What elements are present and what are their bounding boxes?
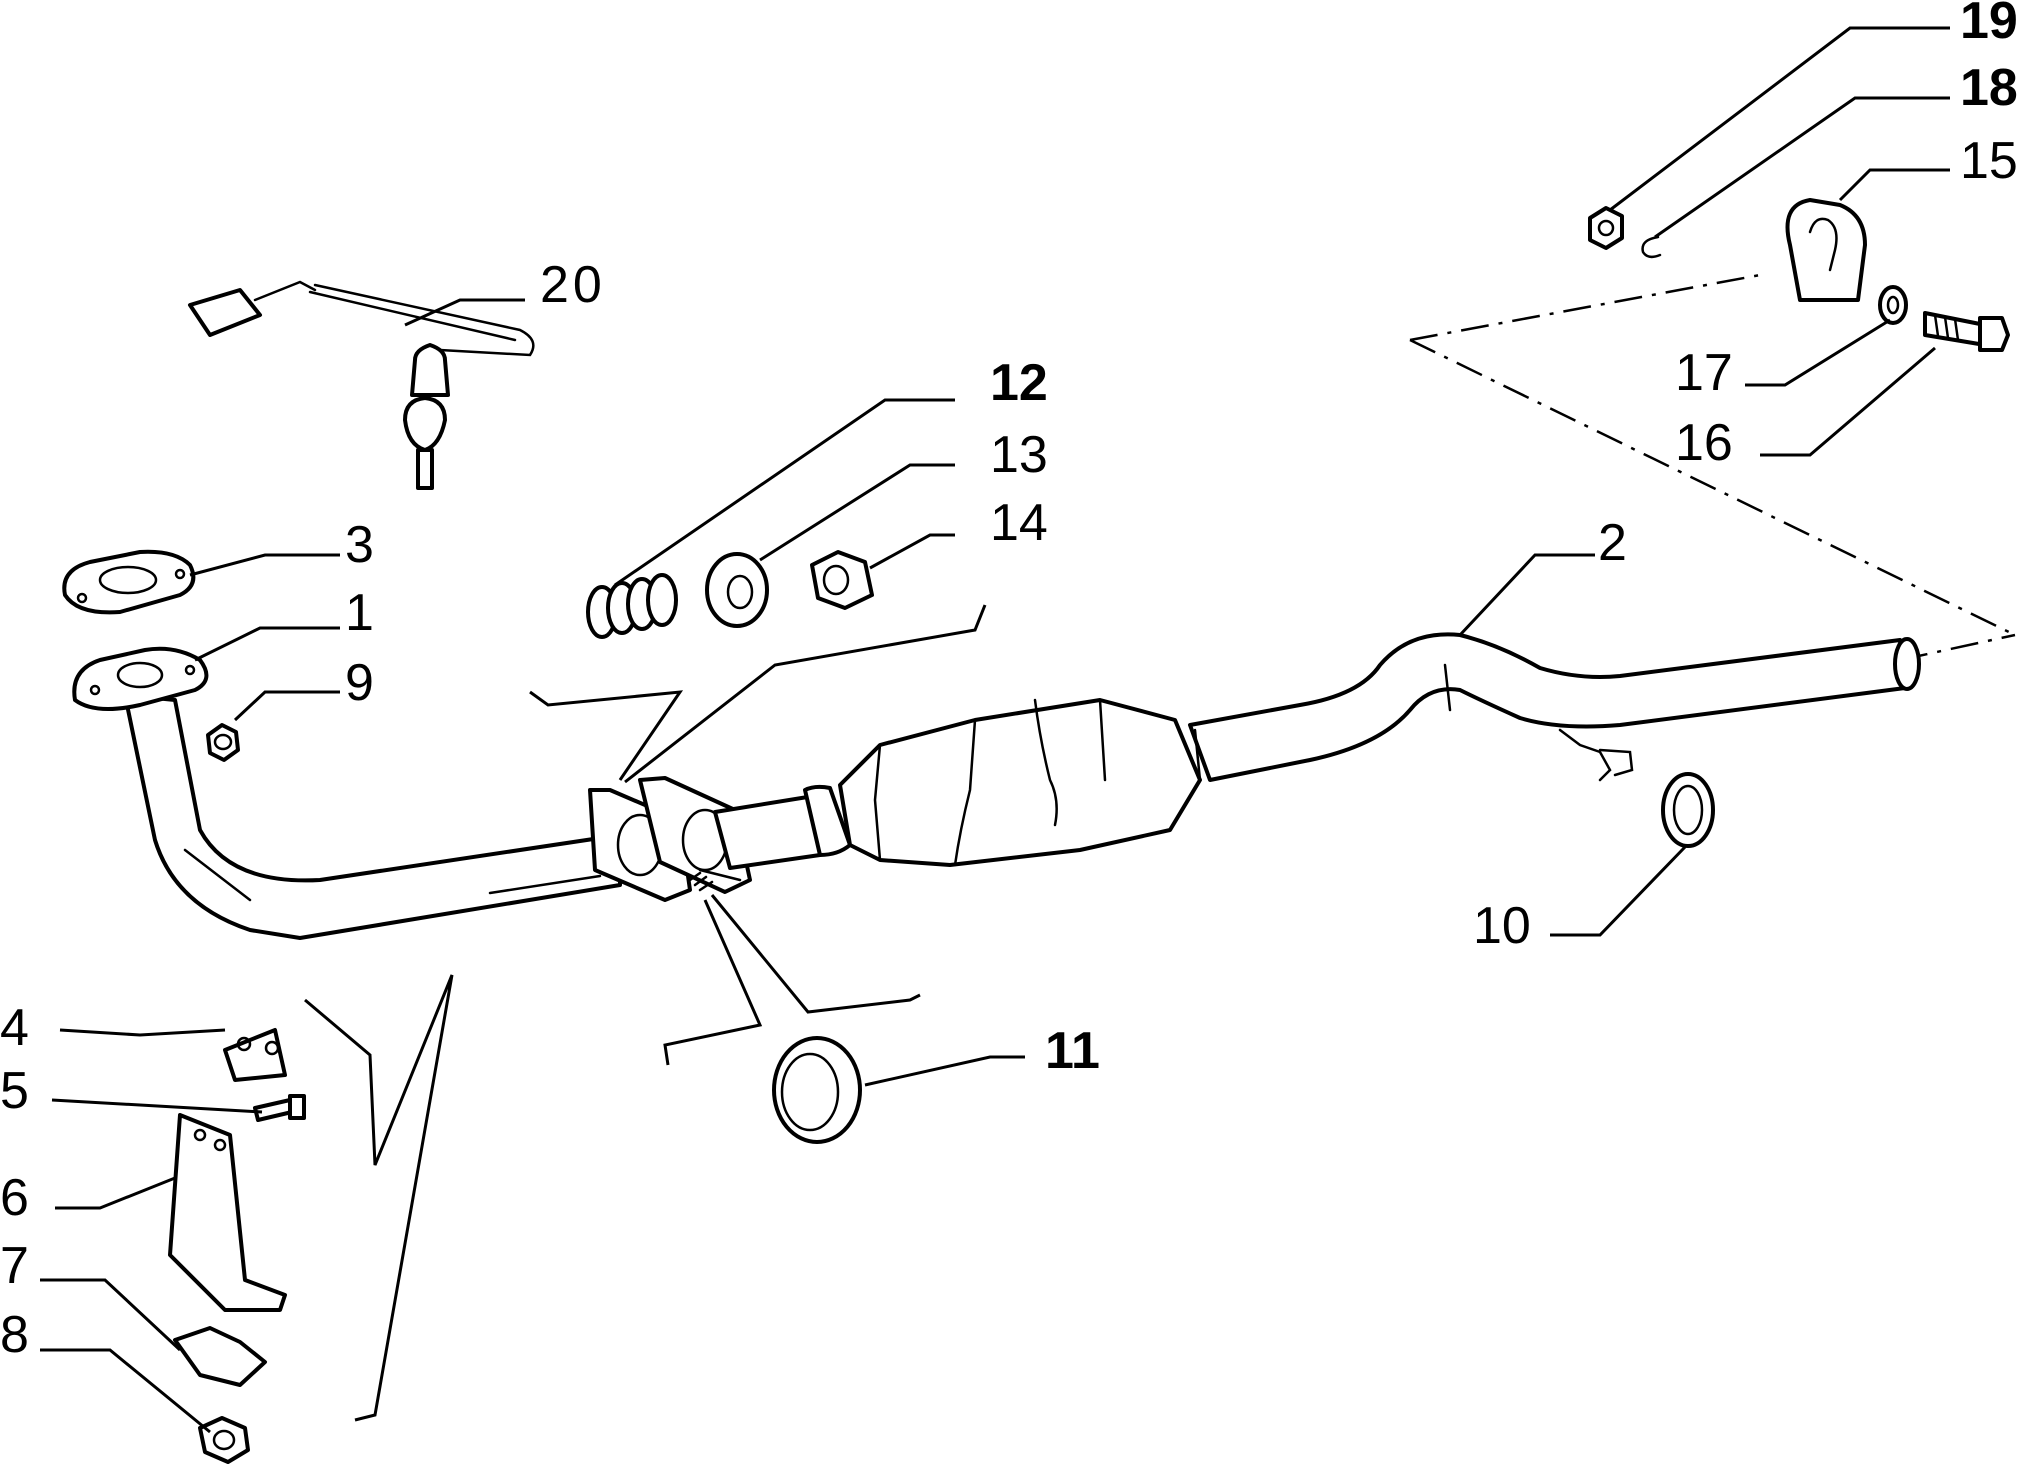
spring xyxy=(586,573,678,639)
exhaust-hanger-rubber xyxy=(1785,198,1867,302)
sealing-ring xyxy=(1661,772,1715,848)
split-washer xyxy=(1641,235,1662,259)
leader-lines xyxy=(40,26,1950,1434)
self-locking-nut xyxy=(810,550,874,610)
callout-7: 7 xyxy=(0,1237,29,1295)
callout-10: 10 xyxy=(1473,897,1531,955)
rear-exhaust-pipe xyxy=(1188,632,1921,782)
callout-9: 9 xyxy=(345,654,374,712)
callout-4: 4 xyxy=(0,999,29,1057)
mount-screw xyxy=(253,1094,306,1122)
bracket-nut xyxy=(198,1416,250,1464)
callout-17: 17 xyxy=(1675,344,1733,402)
callout-13: 13 xyxy=(990,426,1048,484)
spring-washer xyxy=(705,552,769,628)
callout-14: 14 xyxy=(990,494,1048,552)
callout-6: 6 xyxy=(0,1169,29,1227)
rubber-mount xyxy=(223,1028,287,1082)
assembly-bracket-lines xyxy=(304,604,987,1422)
oxygen-sensor xyxy=(188,280,535,490)
callout-16: 16 xyxy=(1675,414,1733,472)
callout-5: 5 xyxy=(0,1062,29,1120)
manifold-gasket xyxy=(62,549,196,615)
callout-11: 11 xyxy=(1045,1022,1100,1080)
bracket-clamp xyxy=(173,1326,267,1387)
callout-18: 18 xyxy=(1960,59,2018,117)
callout-15: 15 xyxy=(1960,132,2018,190)
pipe-flange-joint xyxy=(588,776,752,902)
callout-19: 19 xyxy=(1960,0,2018,50)
callout-8: 8 xyxy=(0,1306,29,1364)
flange-nut xyxy=(206,723,240,762)
callout-12: 12 xyxy=(990,354,1048,412)
catalytic-converter xyxy=(713,698,1202,870)
callout-1: 1 xyxy=(345,584,374,642)
hanger-bracket xyxy=(168,1113,287,1312)
callout-labels: 1 2 3 4 5 6 7 8 9 10 11 12 13 14 15 16 1… xyxy=(0,0,2018,1364)
mount-washer xyxy=(1878,285,1908,325)
rubber-ring xyxy=(772,1036,862,1144)
callout-20: 20 xyxy=(540,256,606,314)
mount-bolt xyxy=(1923,311,2010,352)
hex-nut xyxy=(1588,206,1624,250)
callout-2: 2 xyxy=(1598,514,1627,572)
front-exhaust-pipe xyxy=(72,646,622,940)
callout-3: 3 xyxy=(345,516,374,574)
